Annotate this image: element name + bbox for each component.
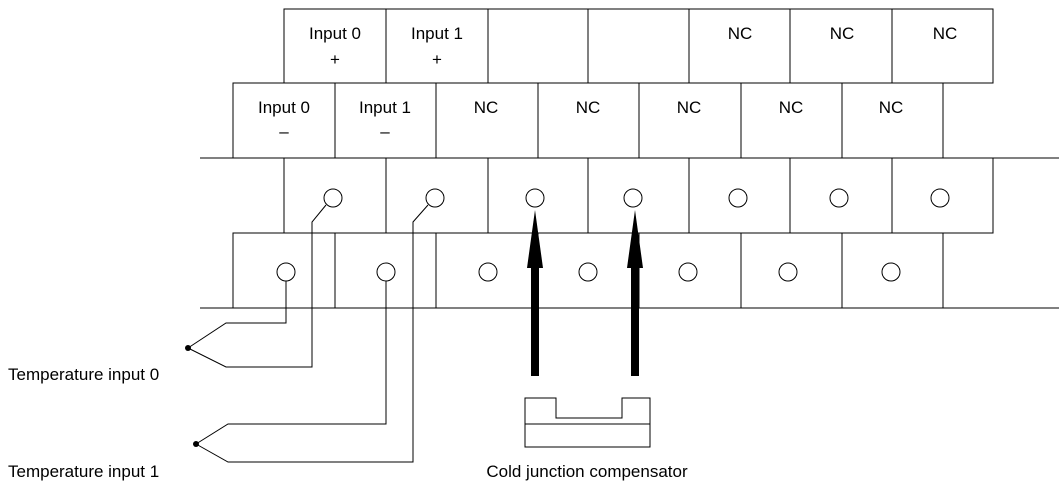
- label-bottom-0-line1: Input 0: [258, 98, 310, 117]
- label-cell-bottom-5: [740, 82, 843, 159]
- screw-icon: [323, 188, 343, 208]
- label-cell-top-2: [487, 8, 589, 84]
- label-cell-bottom-4: [638, 82, 742, 159]
- label-cell-bottom-3: [537, 82, 640, 159]
- screw-icon: [478, 262, 498, 282]
- thermocouple-junction-1-icon: [193, 441, 199, 447]
- screw-icon: [678, 262, 698, 282]
- label-bottom-2-line1: NC: [474, 98, 499, 117]
- caption-temperature-input-0: Temperature input 0: [8, 365, 159, 384]
- label-bottom-4-line1: NC: [677, 98, 702, 117]
- screw-icon: [376, 262, 396, 282]
- screw-icon: [881, 262, 901, 282]
- screw-icon: [829, 188, 849, 208]
- label-bottom-1-line1: Input 1: [359, 98, 411, 117]
- label-bottom-3-line1: NC: [576, 98, 601, 117]
- thermocouple-1-wiring: [193, 204, 429, 463]
- label-top-6-line1: NC: [933, 24, 958, 43]
- arrow-up-icon: [627, 210, 643, 268]
- label-cell-top-6: [891, 8, 994, 84]
- label-cell-bottom-1: [334, 82, 437, 159]
- label-cell-bottom-6: [841, 82, 944, 159]
- label-top-0-line1: Input 0: [309, 24, 361, 43]
- label-bottom-5-line1: NC: [779, 98, 804, 117]
- caption-cold-junction-compensator: Cold junction compensator: [486, 462, 688, 481]
- label-top-0-line2: +: [330, 50, 340, 69]
- label-cell-top-0: [283, 8, 387, 84]
- arrow-up-icon: [527, 210, 543, 268]
- upper-terminal-row: [283, 157, 994, 234]
- thermocouple-0-wiring: [185, 204, 327, 368]
- thermocouple-junction-0-icon: [185, 345, 191, 351]
- label-cell-top-3: [587, 8, 690, 84]
- label-bottom-0-line2: –: [279, 122, 289, 141]
- label-cell-bottom-0: [232, 82, 336, 159]
- label-cell-bottom-2: [435, 82, 539, 159]
- wire-input1-minus: [195, 281, 387, 445]
- screw-icon: [778, 262, 798, 282]
- wire-input0-plus: [187, 204, 327, 368]
- label-top-4-line1: NC: [728, 24, 753, 43]
- label-top-1-line1: Input 1: [411, 24, 463, 43]
- compensator-body: [524, 397, 651, 448]
- cold-junction-compensator: [524, 397, 651, 448]
- screw-icon: [623, 188, 643, 208]
- label-bottom-6-line1: NC: [879, 98, 904, 117]
- bottom-label-row: Input 0 – Input 1 – NC NC NC NC NC: [232, 82, 944, 159]
- lower-terminal-row: [232, 232, 944, 309]
- screw-icon: [276, 262, 296, 282]
- label-cell-top-1: [385, 8, 489, 84]
- wire-input0-minus: [187, 281, 287, 349]
- cold-junction-arrows: [527, 210, 643, 376]
- screw-icon: [525, 188, 545, 208]
- label-top-5-line1: NC: [830, 24, 855, 43]
- top-label-row: Input 0 + Input 1 + NC NC NC: [283, 8, 994, 84]
- screw-icon: [728, 188, 748, 208]
- screw-icon: [578, 262, 598, 282]
- screw-icon: [930, 188, 950, 208]
- label-cell-top-4: [688, 8, 791, 84]
- label-bottom-1-line2: –: [380, 122, 390, 141]
- label-top-1-line2: +: [432, 50, 442, 69]
- wire-input1-plus: [195, 204, 429, 463]
- caption-temperature-input-1: Temperature input 1: [8, 462, 159, 481]
- label-cell-top-5: [789, 8, 893, 84]
- screw-icon: [425, 188, 445, 208]
